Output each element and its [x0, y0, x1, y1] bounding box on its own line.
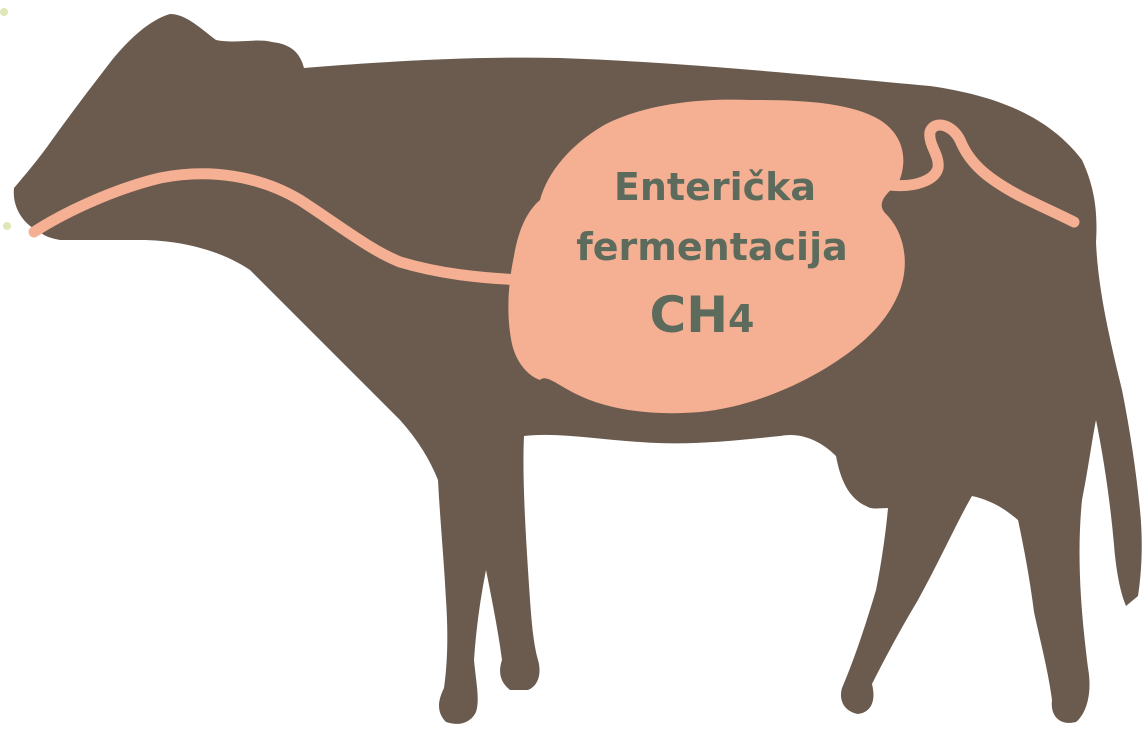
gas-subscript: 4 [728, 297, 754, 341]
gas-symbol: CH [650, 286, 729, 344]
decorative-dot [0, 8, 8, 16]
decorative-dot [3, 222, 11, 230]
label-line-fermentacija: fermentacija [576, 225, 848, 269]
label-line-enterička: Enterička [614, 165, 816, 209]
